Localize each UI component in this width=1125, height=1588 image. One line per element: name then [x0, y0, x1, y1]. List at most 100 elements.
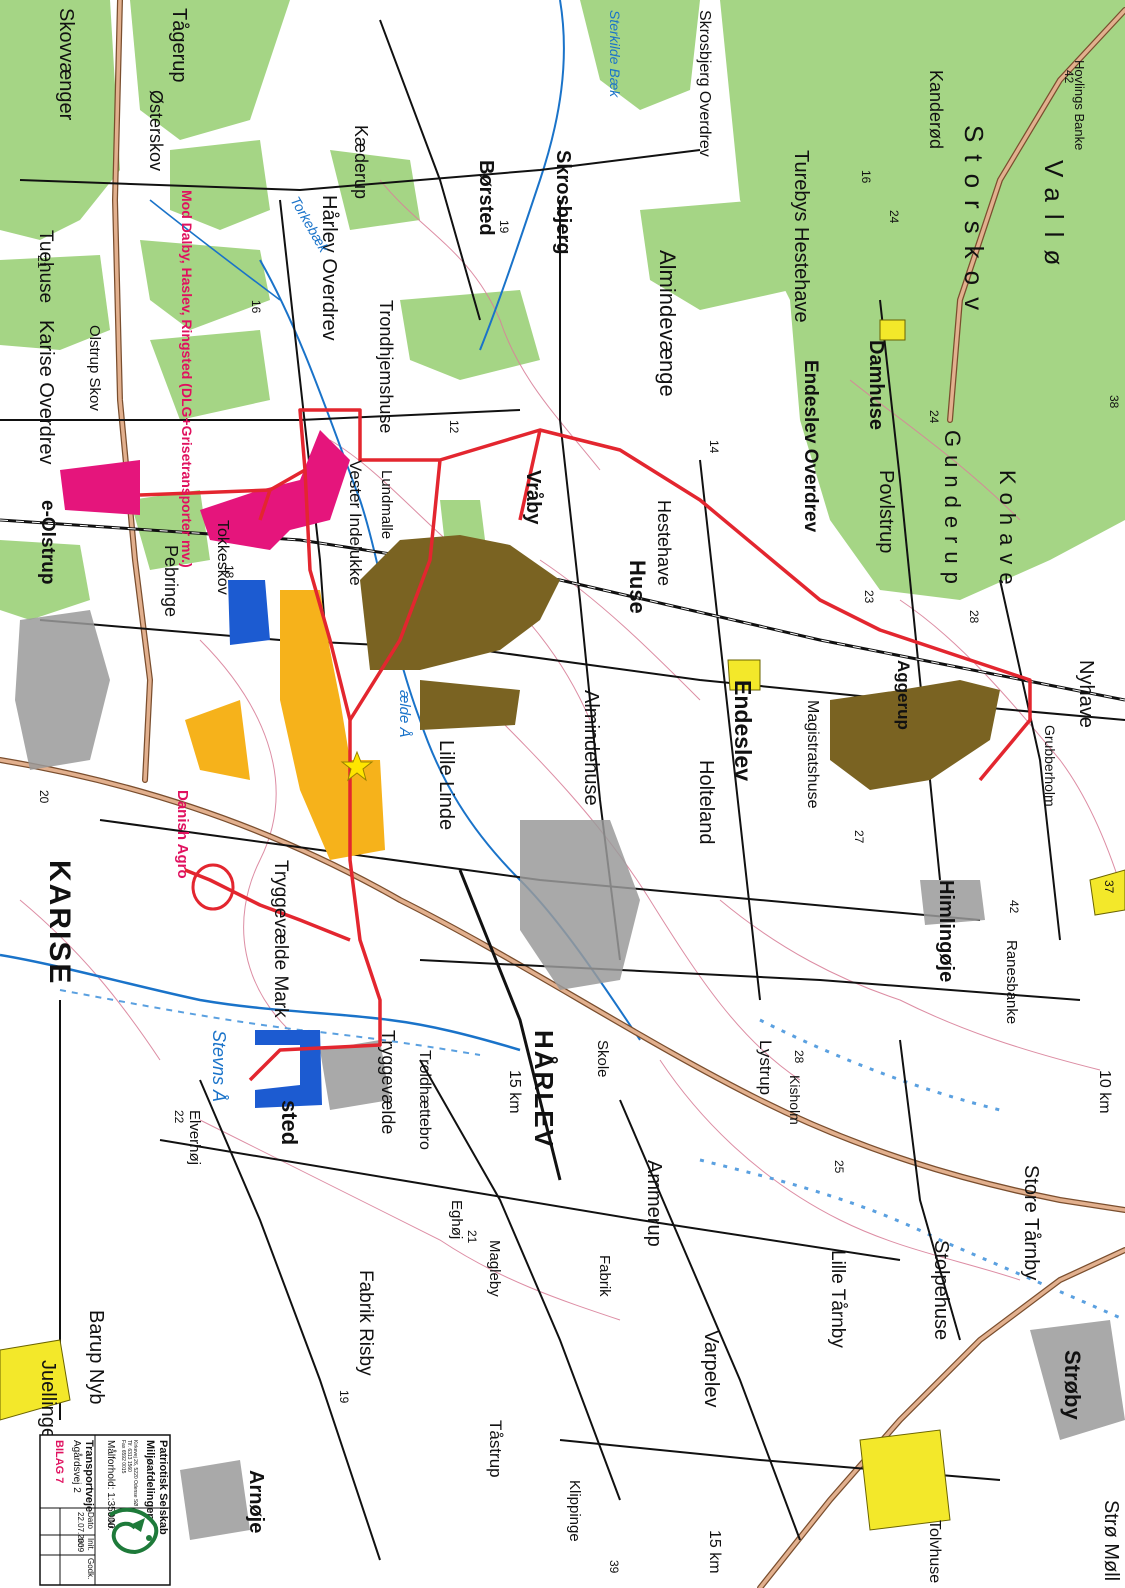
spot-height: 16 [859, 170, 873, 184]
tb-dato: 22.07.2009 [76, 1512, 85, 1553]
town-tryggevaelde [320, 1040, 390, 1110]
spot-height: 20 [37, 790, 51, 804]
label-tryggevaelde: Tryggevælde [378, 1030, 398, 1134]
label-gunderup: Gunderup [940, 430, 965, 592]
label-skrosbjerg: Skrosbjerg [552, 150, 574, 254]
town-areas [15, 610, 1125, 1540]
label-fabrik: Fabrik [596, 1255, 613, 1297]
label-hovlings-banke: Hovlings Banke [1072, 60, 1087, 150]
title-block: Patriotisk Selskab Miljøafdelingen Kirke… [39, 1434, 171, 1586]
dragon-logo-icon [108, 1507, 159, 1555]
spot-height: 19 [337, 1390, 351, 1404]
label-skole: Skole [594, 1040, 611, 1078]
label-taastrup: Tåstrup [486, 1420, 505, 1478]
transport-route [139, 408, 1032, 1082]
label-karise: KARISE [43, 860, 76, 985]
torkebaek-stream [149, 199, 281, 301]
brown-fields [360, 535, 1000, 790]
label-15km: 15 km [506, 1070, 523, 1114]
label-harley-overdrev: Hårlev Overdrev [318, 195, 340, 341]
tb-dato-label: Dato [86, 1512, 95, 1529]
label-aelde-aa: ælde Å [396, 690, 413, 738]
label-15km-right: 15 km [706, 1530, 723, 1574]
label-troldhaettebro: Troldhættebro [416, 1050, 433, 1150]
tb-init: tro [76, 1538, 85, 1548]
label-pebringe: Pebringe [161, 545, 181, 617]
label-aggerup: Aggerup [894, 660, 913, 730]
label-elverhoj: Elverhøj [186, 1110, 203, 1165]
town-strobby [1030, 1320, 1125, 1440]
label-skovvaenger: Skovvænger [55, 8, 77, 121]
spot-height: 22 [172, 1110, 186, 1124]
spot-height: 23 [862, 590, 876, 604]
spot-height: 28 [792, 1050, 806, 1064]
highlight-circle [191, 863, 235, 911]
town-harlev [520, 820, 640, 990]
label-fabrik-risby: Fabrik Risby [355, 1270, 376, 1376]
tb-org: Patriotisk Selskab [157, 1440, 169, 1535]
label-lille-linde: Lille Linde [435, 740, 457, 830]
label-tokkeskov: Tokkeskov [214, 520, 231, 595]
label-lille-taarnby: Lille Tårnby [827, 1250, 848, 1348]
orange-fields [185, 590, 385, 860]
label-tolvhuse: Tolvhuse [926, 1520, 943, 1583]
label-karise-overdrev: Karise Overdrev [35, 320, 57, 465]
label-himlingoeje: Himlingøje [935, 880, 957, 982]
spot-height: 25 [832, 1160, 846, 1174]
spot-height: 21 [465, 1230, 479, 1244]
spot-height: 24 [887, 210, 901, 224]
label-arnoje: Arnøje [245, 1470, 267, 1533]
label-barup-nyb: Barup Nyb [85, 1310, 107, 1405]
label-almindevaenge: Almindevænge [655, 250, 680, 397]
label-holteland: Holteland [695, 760, 717, 845]
label-lystrup: Lystrup [756, 1040, 775, 1095]
label-magleby: Magleby [486, 1240, 503, 1297]
label-klippinge: Klippinge [566, 1480, 583, 1542]
label-grubberholm: Grubberholm [1042, 725, 1058, 807]
spot-height: 14 [707, 440, 721, 454]
label-storskov: Storskov [959, 125, 989, 322]
spot-height: 19 [497, 220, 511, 234]
label-kaederup: Kæderup [351, 125, 371, 199]
tb-addr3: Fax 6592 0015 [120, 1440, 126, 1474]
spot-height: 16 [249, 300, 263, 314]
sterkilde-baek-stream [479, 0, 565, 351]
label-magistratshuse: Magistratshuse [804, 700, 821, 809]
label-kohave: Kohave [995, 470, 1020, 593]
label-route-annotation: Mod Dalby, Haslev, Ringsted (DLG+Grisetr… [179, 190, 195, 568]
stevns-aa-river-dashes [59, 989, 481, 1056]
label-hestehave: Hestehave [654, 500, 674, 586]
forest-areas [0, 0, 1125, 620]
tb-subtitle: Agårdsvej 2 [71, 1440, 83, 1493]
label-stolpehuse: Stolpehuse [930, 1240, 952, 1340]
tb-godk-label: Godk. [86, 1558, 95, 1579]
label-stroby-molle: Strø Møll [1100, 1500, 1122, 1581]
spot-height: 28 [967, 610, 981, 624]
spot-height: 21 [35, 255, 49, 269]
label-juellinge: Juellinge [37, 1360, 59, 1439]
label-turebys-hestehave: Turebys Hestehave [790, 150, 812, 323]
label-nyhave: Nyhave [1075, 660, 1097, 728]
tb-dept: Miljøafdelingen [144, 1440, 156, 1520]
spot-height: 38 [1107, 395, 1121, 409]
town-karise [15, 610, 110, 770]
label-damhuse: Damhuse [865, 340, 887, 430]
label-vallo: Vallø [1039, 160, 1069, 277]
label-olstrup-skov: Olstrup Skov [86, 325, 103, 411]
magenta-fields [60, 430, 350, 550]
label-tuehuse: Tuehuse [35, 230, 56, 303]
spot-height: 24 [927, 410, 941, 424]
spot-height: 27 [852, 830, 866, 844]
tb-init-label: Init. [86, 1538, 95, 1551]
spot-height: 18 [222, 565, 236, 579]
label-endeslev-overdrev: Endeslev Overdrev [800, 360, 821, 533]
tb-addr1: Kirkevej 26, 5220 Odense SØ [132, 1440, 138, 1506]
label-endeslev: Endeslev [730, 680, 756, 781]
spot-height: 39 [607, 1560, 621, 1574]
tb-title: Transportveje [83, 1440, 95, 1512]
label-stevns-aa: Stevns Å [209, 1030, 229, 1102]
label-skrosbjerg-overdrev: Skrosbjerg Overdrev [696, 10, 713, 157]
